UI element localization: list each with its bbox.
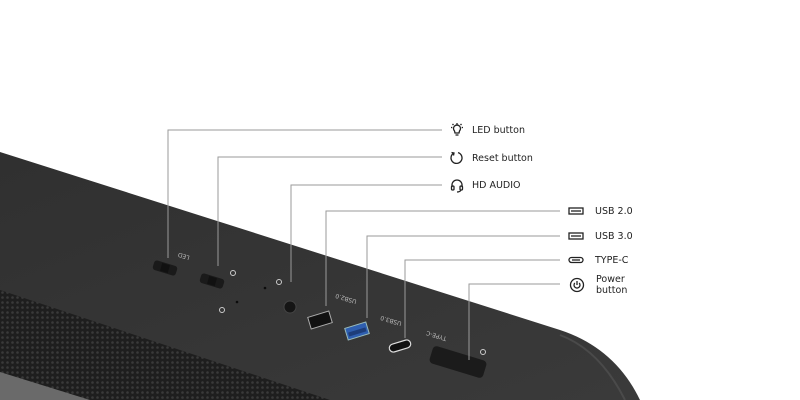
leader-led bbox=[167, 129, 442, 258]
usb-a-icon bbox=[568, 228, 584, 244]
usb-a-icon bbox=[568, 203, 584, 219]
hdd-indicator-icon bbox=[219, 307, 225, 313]
usb2-port[interactable] bbox=[307, 310, 333, 330]
case-edge-highlight bbox=[559, 334, 626, 400]
reset-icon bbox=[449, 150, 465, 166]
audio-jack[interactable] bbox=[283, 300, 297, 314]
front-mesh-grille bbox=[0, 290, 330, 400]
leader-usb3 bbox=[366, 235, 560, 318]
leader-typec bbox=[404, 259, 560, 338]
led-button-label: LED button bbox=[472, 125, 525, 136]
reset-button-label: Reset button bbox=[472, 153, 533, 164]
power-button-label-line1: Power bbox=[596, 274, 625, 285]
leader-reset bbox=[217, 156, 442, 266]
reset-button[interactable] bbox=[199, 273, 225, 290]
lightbulb-icon bbox=[449, 122, 465, 138]
leader-usb2 bbox=[325, 210, 560, 306]
case-print-led: LED bbox=[177, 251, 191, 261]
typec-label: TYPE-C bbox=[595, 255, 629, 266]
hd-audio-label: HD AUDIO bbox=[472, 180, 521, 191]
leader-lines bbox=[167, 129, 560, 360]
status-led bbox=[235, 300, 239, 304]
power-button[interactable] bbox=[429, 345, 488, 379]
power-icon bbox=[569, 277, 585, 293]
power-button-label-line2: button bbox=[596, 285, 628, 296]
audio-indicator-icon bbox=[276, 279, 282, 285]
status-led bbox=[263, 286, 267, 290]
leader-power bbox=[468, 283, 560, 360]
usb2-label: USB 2.0 bbox=[595, 206, 633, 217]
led-button[interactable] bbox=[152, 260, 178, 277]
usb-c-icon bbox=[568, 252, 584, 268]
front-panel-strip bbox=[0, 372, 90, 400]
usb3-label: USB 3.0 bbox=[595, 231, 633, 242]
power-indicator-icon bbox=[480, 349, 486, 355]
usb3-port[interactable] bbox=[344, 321, 370, 341]
leader-audio bbox=[290, 184, 442, 282]
typec-port[interactable] bbox=[388, 339, 412, 353]
headset-icon bbox=[449, 177, 465, 193]
case-body bbox=[0, 152, 640, 400]
led-indicator-icon bbox=[230, 270, 236, 276]
